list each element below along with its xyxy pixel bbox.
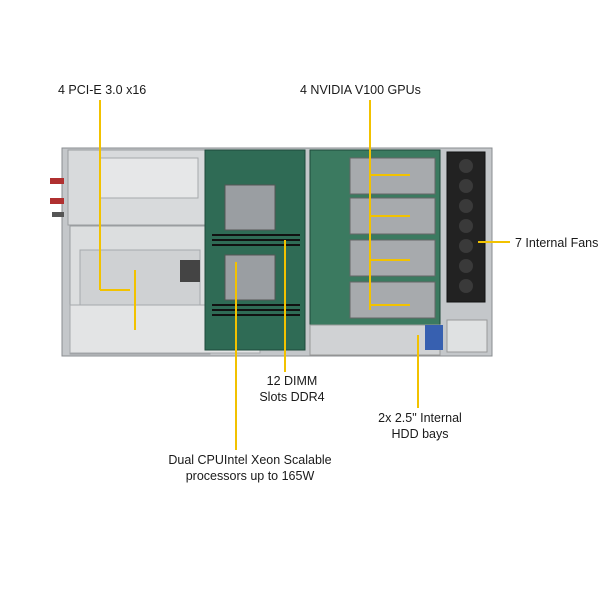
leader-lines [99, 100, 510, 450]
hdd-label-line1: 2x 2.5" Internal [378, 411, 462, 425]
dimm-label-line1: 12 DIMM [266, 374, 318, 388]
hdd-label-line2: HDD bays [391, 427, 449, 441]
internal-fans [446, 151, 486, 303]
gpu-2 [349, 197, 436, 235]
cpu-socket-1 [224, 184, 276, 231]
pcie-label: 4 PCI-E 3.0 x16 [58, 83, 147, 97]
motherboard [180, 149, 306, 351]
gpu-3 [349, 239, 436, 277]
cpu-socket-2 [224, 254, 276, 301]
cpu-label-line1: Dual CPUIntel Xeon Scalable [168, 453, 332, 467]
dimm-label-line2: Slots DDR4 [259, 390, 325, 404]
cpu-label-line2: processors up to 165W [185, 469, 315, 483]
dimm-label: 12 DIMM Slots DDR4 [252, 373, 332, 405]
hdd-label: 2x 2.5" Internal HDD bays [370, 410, 470, 442]
hdd-bays [425, 319, 488, 353]
gpu-4 [349, 281, 436, 319]
gpus-label: 4 NVIDIA V100 GPUs [300, 83, 421, 97]
gpu-bay [309, 149, 441, 356]
cpu-label: Dual CPUIntel Xeon Scalable processors u… [150, 452, 350, 484]
fans-label: 7 Internal Fans [515, 236, 599, 250]
